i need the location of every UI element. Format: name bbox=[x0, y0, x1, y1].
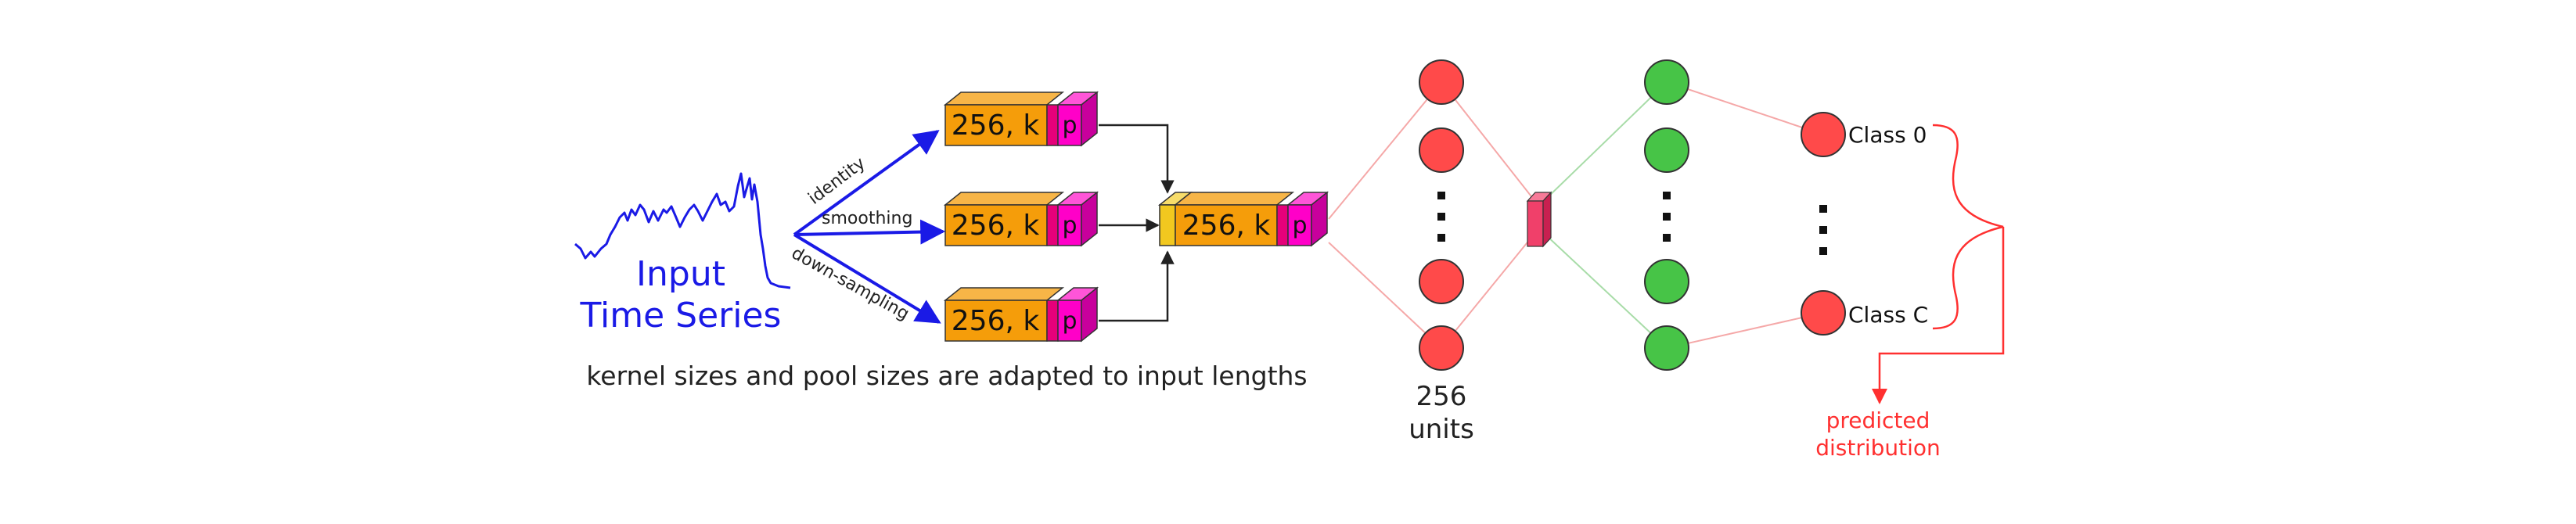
connector-bottom bbox=[1099, 250, 1175, 322]
input-title-line2: Time Series bbox=[580, 296, 782, 336]
hidden-node bbox=[1644, 59, 1689, 105]
dense-units-count: 256 bbox=[1416, 381, 1467, 412]
ellipsis-dot bbox=[1819, 205, 1827, 213]
dense-node bbox=[1419, 259, 1464, 304]
input-title-line1: Input bbox=[636, 254, 725, 294]
conv-block-smoothing: 256, k p bbox=[943, 191, 1099, 247]
hidden-node bbox=[1644, 325, 1689, 371]
output-layer bbox=[1801, 112, 1846, 336]
conv-block-smoothing-pool: p bbox=[1062, 212, 1077, 239]
ellipsis-dot bbox=[1437, 213, 1445, 221]
branch-arrow-identity bbox=[793, 130, 940, 236]
merged-block-label: 256, k bbox=[1182, 210, 1271, 242]
branch-arrow-downsampling bbox=[793, 233, 941, 324]
ellipsis-dot bbox=[1663, 234, 1671, 242]
dense-layer bbox=[1419, 59, 1464, 371]
connector-top bbox=[1099, 124, 1175, 194]
hidden-node bbox=[1644, 259, 1689, 304]
prediction-arrow bbox=[1872, 227, 2005, 404]
branch-label-smoothing: smoothing bbox=[822, 209, 912, 228]
output-node-first bbox=[1801, 112, 1846, 157]
input-time-series-curve bbox=[574, 172, 791, 289]
prediction-label-line1: predicted bbox=[1826, 407, 1930, 433]
ellipsis-dot bbox=[1437, 234, 1445, 242]
merged-block-pool: p bbox=[1292, 212, 1307, 239]
branch-label-downsampling: down-sampling bbox=[788, 243, 912, 324]
footnote: kernel sizes and pool sizes are adapted … bbox=[586, 361, 1307, 391]
conv-block-identity: 256, k p bbox=[943, 91, 1099, 147]
conv-block-downsampling: 256, k p bbox=[943, 286, 1099, 343]
hidden-layer bbox=[1644, 59, 1689, 371]
dense-node bbox=[1419, 325, 1464, 371]
class-first-label: Class 0 bbox=[1848, 122, 1927, 148]
conv-block-downsampling-label: 256, k bbox=[952, 305, 1040, 337]
conv-block-identity-pool: p bbox=[1062, 112, 1077, 139]
prediction-label-line2: distribution bbox=[1815, 435, 1941, 461]
dense-node bbox=[1419, 127, 1464, 173]
ellipsis-dot bbox=[1819, 247, 1827, 255]
conv-block-smoothing-label: 256, k bbox=[952, 210, 1040, 242]
class-last-label: Class C bbox=[1848, 302, 1928, 328]
conv-block-identity-label: 256, k bbox=[952, 109, 1040, 142]
merged-conv-block: 256, k p bbox=[1157, 191, 1329, 247]
dense-node bbox=[1419, 59, 1464, 105]
hidden-node bbox=[1644, 127, 1689, 173]
bottleneck-block bbox=[1526, 191, 1552, 248]
branch-label-identity: identity bbox=[805, 153, 869, 208]
ellipsis-dot bbox=[1437, 192, 1445, 199]
dense-units-label: units bbox=[1409, 414, 1474, 445]
output-brace bbox=[1932, 124, 2004, 330]
ellipsis-dot bbox=[1663, 192, 1671, 199]
branch-arrow-smoothing bbox=[793, 219, 946, 245]
ellipsis-dot bbox=[1663, 213, 1671, 221]
conv-block-downsampling-pool: p bbox=[1062, 307, 1077, 335]
connection-lines bbox=[1328, 81, 1824, 349]
ellipsis-dot bbox=[1819, 226, 1827, 234]
output-node-last bbox=[1801, 290, 1846, 336]
